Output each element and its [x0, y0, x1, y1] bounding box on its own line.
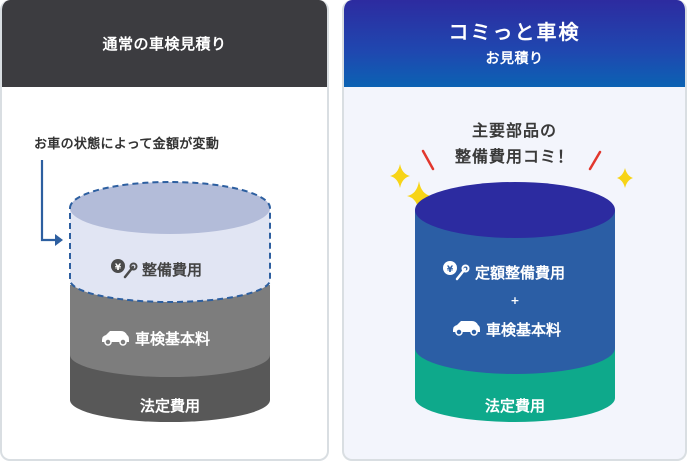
headline-line-2: 整備費用コミ！: [454, 147, 574, 166]
basic-fee-label-left: 車検基本料: [135, 329, 211, 348]
maintenance-fee-label-left: 整備費用: [142, 260, 203, 279]
burst-lines-icon: [421, 149, 602, 171]
plus-sign: +: [510, 293, 520, 307]
komitto-estimate-header: コミっと車検 お見積り: [344, 0, 685, 87]
yen-wrench-icon: ¥: [111, 259, 138, 279]
price-varies-note: お車の状態によって金額が変動: [34, 137, 220, 152]
legal-fees-label-right: 法定費用: [484, 396, 545, 415]
basic-fee-label-right: 車検基本料: [486, 320, 562, 339]
maintenance-layer-left: [69, 181, 271, 303]
legal-fees-label-left: 法定費用: [139, 396, 200, 415]
car-icon: [453, 321, 480, 336]
car-icon: [102, 331, 129, 346]
arrow-icon: [40, 160, 63, 246]
svg-text:¥: ¥: [447, 265, 454, 275]
fixed-maintenance-layer-right: [415, 182, 615, 374]
basic-fee-layer-left: [70, 285, 270, 377]
headline-line-1: 主要部品の: [471, 121, 557, 140]
standard-estimate-title: 通常の車検見積り: [102, 35, 227, 53]
komitto-estimate-subtitle: お見積り: [485, 50, 544, 67]
komitto-brand-title: コミっと車検: [448, 19, 581, 44]
yen-wrench-icon: ¥: [443, 261, 470, 281]
standard-estimate-header: 通常の車検見積り: [2, 0, 327, 87]
svg-text:¥: ¥: [115, 263, 122, 273]
included-headline: 主要部品の 整備費用コミ！: [342, 118, 687, 170]
fixed-maintenance-fee-label: 定額整備費用: [475, 263, 566, 282]
sparkle-icon: [390, 164, 633, 212]
